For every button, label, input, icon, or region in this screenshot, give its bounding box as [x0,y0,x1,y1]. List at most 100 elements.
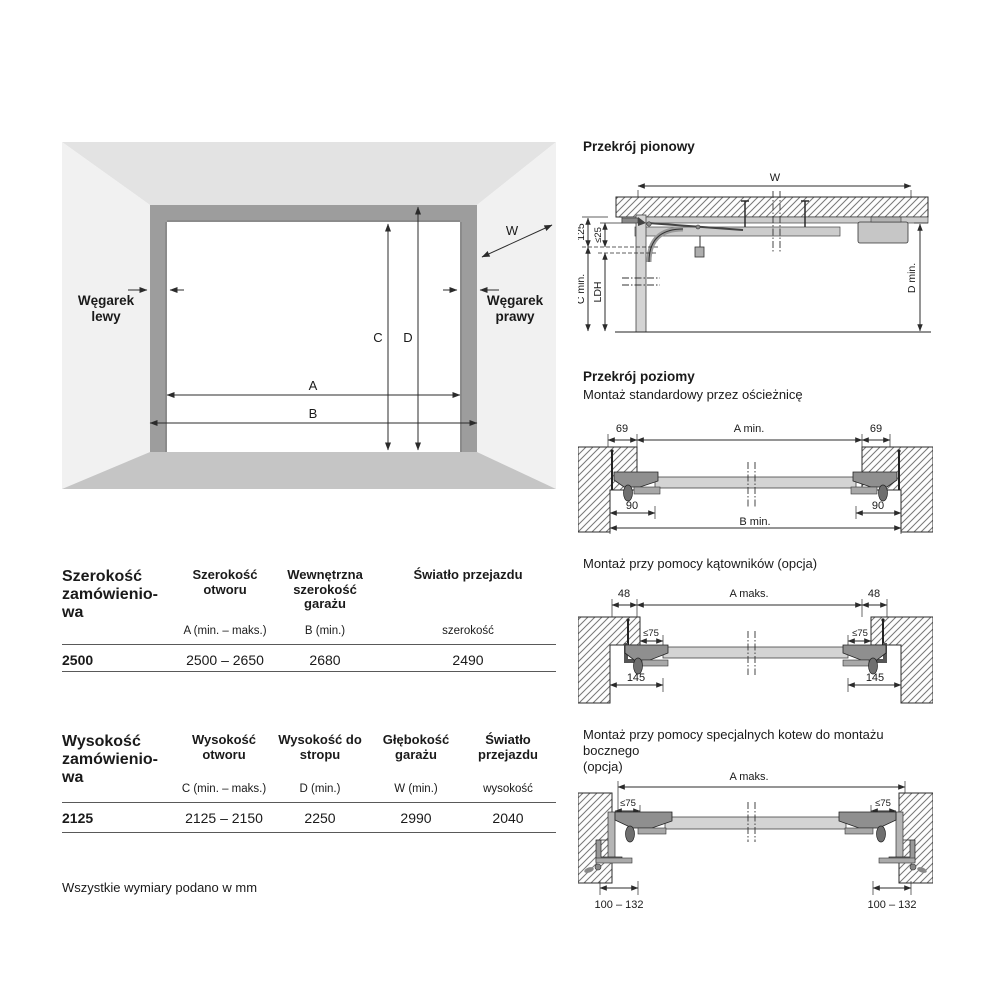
dim-label-125: 125 [578,223,587,241]
right-wall-section [898,792,933,884]
dim-d-min-group [914,222,928,332]
dim-label-48-left: 48 [618,588,630,600]
left-frame-profile [613,471,661,502]
angle-mounting-title: Montaż przy pomocy kątowników (opcja) [583,556,818,571]
table-cell: 2500 [62,645,180,672]
garage-floor [62,452,556,489]
horizontal-section-drawing: 69 A min. 69 [578,423,933,534]
dim-label-145-left: 145 [627,672,645,684]
dim-label-48-right: 48 [868,588,880,600]
dim-label-a-max: A maks. [729,588,768,600]
left-jamb-label: Węgarek lewy [77,293,135,324]
dimensions-footnote: Wszystkie wymiary podano w mm [62,880,258,895]
dim-label-le75-right: ≤75 [875,798,891,809]
table-cell: 2490 [380,645,556,672]
horizontal-section-subtitle: Montaż standardowy przez ościeżnicę [583,387,803,402]
right-wall-section [861,446,933,533]
horizontal-track [634,226,841,237]
angle-mounting-drawing: 48 A maks. 48 ≤75 ≤75 [578,588,933,704]
dim-label-ldh: LDH [592,281,604,302]
a-max-dim [617,781,906,812]
column-header: Wysokość do stropu [278,732,362,762]
garage-left-wall [62,142,150,489]
column-subheader: C (min. – maks.) [180,783,268,803]
dim-label-le75-right: ≤75 [852,628,868,639]
anchor-pins [626,618,885,647]
right-frame-profile [838,811,927,873]
table-cell: 2680 [270,645,380,672]
table-cell: 2250 [268,803,372,833]
lintel-bracket [621,217,639,224]
column-subheader [62,637,180,645]
anchor-pins [610,449,901,490]
right-frame-profile [850,471,898,502]
anchor-mounting-title: Montaż przy pomocy specjalnych kotew do … [583,727,884,774]
column-header: Szerokość otworu [192,567,258,597]
column-header: Szerokość zamówienio- wa [62,568,159,621]
dim-label-c-min: C min. [578,274,587,304]
dim-label-d: D [403,330,412,345]
garage-ceiling [62,142,556,205]
perspective-drawing: C D A B W [62,142,556,489]
dim-label-range-left: 100 – 132 [595,899,644,911]
table-cell: 2500 – 2650 [180,645,270,672]
dim-label-le25: ≤25 [593,227,604,243]
column-subheader: A (min. – maks.) [180,625,270,645]
column-header: Wysokość otworu [191,732,257,762]
bottom-dims [609,506,902,534]
column-subheader: D (min.) [268,783,372,803]
dim-label-145-right: 145 [866,672,884,684]
vertical-section-drawing: W [578,172,931,333]
dim-label-a-max: A maks. [729,771,768,783]
column-subheader: szerokość [380,625,556,645]
dim-label-le75-left: ≤75 [643,628,659,639]
dim-label-range-right: 100 – 132 [868,899,917,911]
left-dim-chains [582,216,658,332]
door-leaf [654,476,857,489]
column-header: Wewnętrzna szerokość garażu [287,567,363,611]
dim-label-w: W [770,172,781,184]
door-leaf [662,646,849,659]
break-marks [747,631,756,675]
table-cell: 2125 [62,803,180,833]
dimension-lines [128,206,553,451]
le75-dims [639,635,872,647]
left-wall-section [578,446,638,533]
table-cell: 2040 [460,803,556,833]
break-marks [747,462,756,508]
column-header: Światło przejazdu [478,732,538,762]
right-frame-profile [842,643,887,675]
left-frame-profile [624,643,669,675]
column-subheader: B (min.) [270,625,380,645]
track-arm [647,222,744,231]
ceiling-hatch [615,196,929,218]
door-leaf [664,816,847,830]
dim-label-w: W [506,223,519,238]
dim-label-b-min: B min. [739,516,770,528]
right-jamb-label: Węgarek prawy [486,293,544,324]
dim-label-a-min: A min. [734,423,765,435]
anchor-mounting-drawing: A maks. ≤75 ≤75 [578,771,933,911]
break-marks [622,191,781,286]
top-dims [607,434,891,468]
range-dims [599,881,912,895]
dim-label-b: B [309,406,318,421]
column-subheader: W (min.) [372,783,460,803]
door-operator [857,221,909,244]
145-dims [609,678,902,692]
top-dims [611,599,888,621]
height-table: Wysokość zamówienio- wa Wysokość otworu … [62,728,556,833]
table-cell: 2990 [372,803,460,833]
dim-label-c: C [373,330,382,345]
dim-label-69-left: 69 [616,423,628,435]
vertical-section-title: Przekrój pionowy [583,139,695,154]
right-wall-section [870,616,933,704]
column-header: Wysokość zamówienio- wa [62,733,159,786]
dim-label-a: A [309,378,318,393]
door-leaf-vertical [635,214,647,333]
break-marks [747,802,756,842]
dim-label-le75-left: ≤75 [620,798,636,809]
left-wall-section [578,616,641,704]
horizontal-section-title: Przekrój poziomy [583,369,695,384]
